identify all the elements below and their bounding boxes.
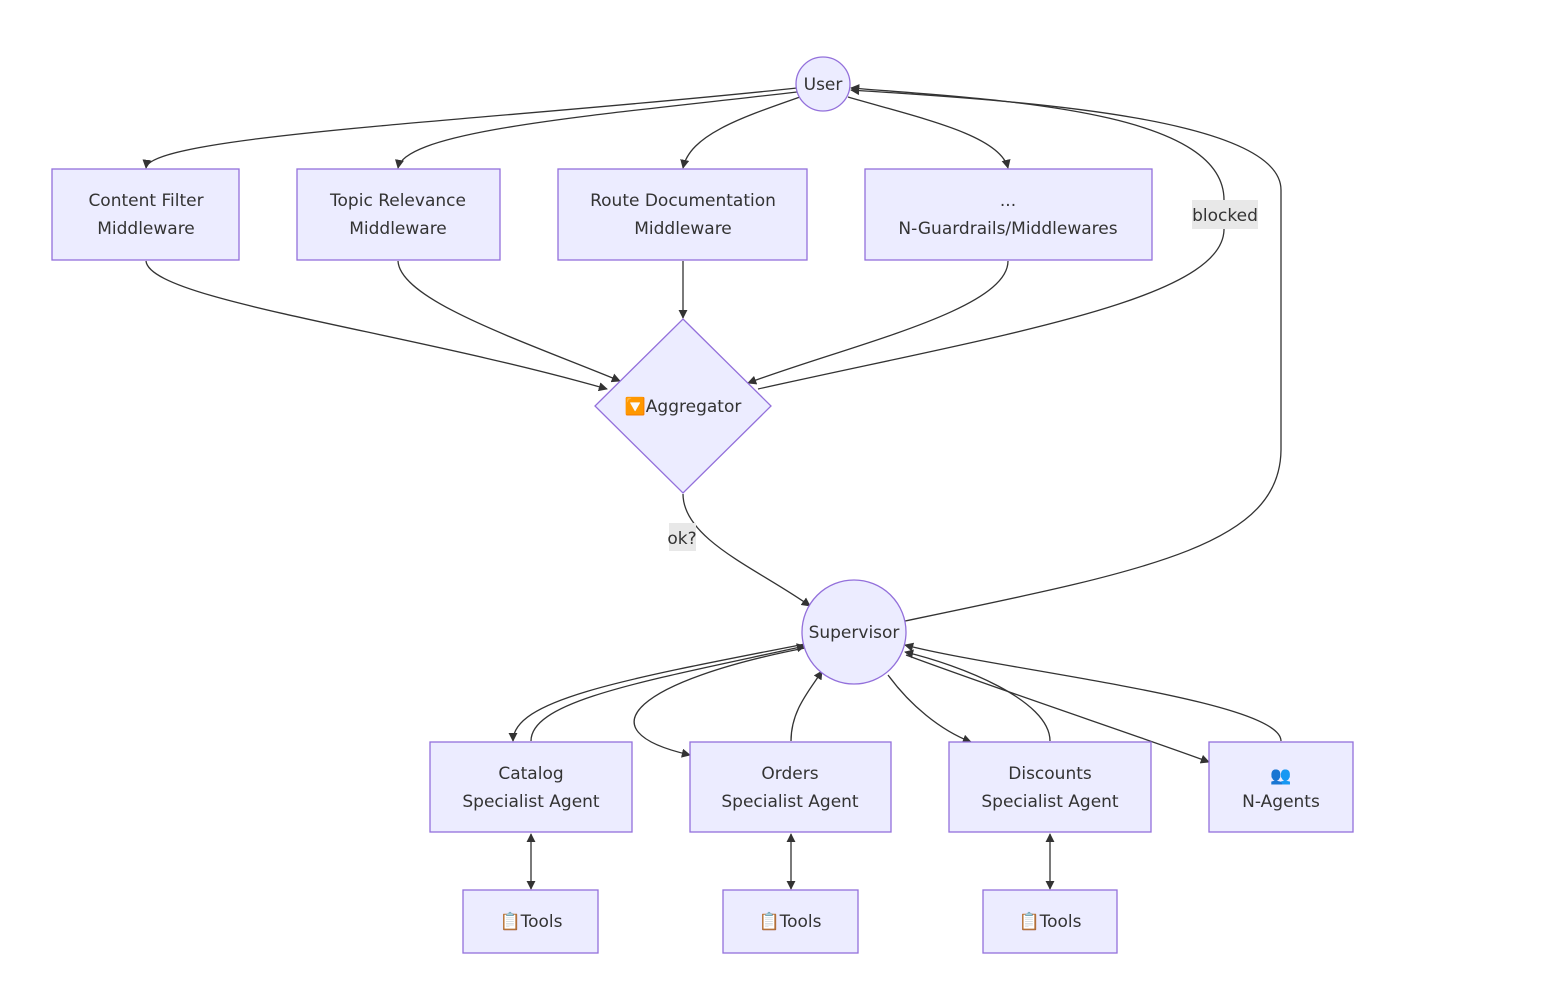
node-orders-agent[interactable]: Orders Specialist Agent <box>689 741 892 833</box>
node-tools-orders[interactable]: 📋Tools <box>722 889 859 954</box>
node-catalog-agent-line1: Catalog <box>498 764 563 784</box>
edge-discounts-to-supervisor <box>904 649 1051 742</box>
node-aggregator[interactable]: 🔽Aggregator <box>594 318 772 494</box>
node-tools-catalog-label: 📋Tools <box>499 911 562 932</box>
node-tools-discounts-label: 📋Tools <box>1018 911 1081 932</box>
edge-label-blocked-text: blocked <box>1192 206 1258 226</box>
node-n-guardrails[interactable]: ... N-Guardrails/Middlewares <box>864 168 1153 261</box>
edge-user-to-n-guardrails <box>847 96 1011 169</box>
edge-n-agents-to-supervisor <box>904 642 1282 742</box>
edge-supervisor-to-orders <box>633 647 806 758</box>
node-topic-relevance-line1: Topic Relevance <box>329 191 466 211</box>
edges <box>142 84 1282 890</box>
node-n-agents[interactable]: 👥 N-Agents <box>1208 741 1354 833</box>
node-user[interactable]: User <box>795 56 851 112</box>
edge-supervisor-to-discounts <box>887 674 972 744</box>
node-route-documentation[interactable]: Route Documentation Middleware <box>557 168 808 261</box>
edge-n-guardrails-to-aggregator <box>747 260 1009 385</box>
edge-label-ok-text: ok? <box>667 529 696 549</box>
edge-aggregator-to-supervisor <box>682 493 811 607</box>
node-content-filter-line2: Middleware <box>97 219 195 239</box>
node-orders-agent-line1: Orders <box>761 764 818 784</box>
node-catalog-agent[interactable]: Catalog Specialist Agent <box>429 741 633 833</box>
edge-topic-relevance-to-aggregator <box>397 260 621 383</box>
node-n-guardrails-line2: N-Guardrails/Middlewares <box>898 219 1117 239</box>
edge-label-blocked: blocked <box>1192 200 1258 229</box>
node-discounts-agent-line1: Discounts <box>1008 764 1092 784</box>
node-topic-relevance-line2: Middleware <box>349 219 447 239</box>
node-discounts-agent[interactable]: Discounts Specialist Agent <box>948 741 1152 833</box>
node-n-guardrails-line1: ... <box>1000 191 1016 211</box>
node-supervisor[interactable]: Supervisor <box>801 579 907 685</box>
node-supervisor-label: Supervisor <box>809 623 900 643</box>
edge-supervisor-to-catalog <box>508 643 806 742</box>
node-tools-discounts[interactable]: 📋Tools <box>982 889 1118 954</box>
edge-catalog-to-supervisor <box>530 643 806 742</box>
edge-user-to-route-documentation <box>680 96 801 169</box>
node-tools-orders-label: 📋Tools <box>758 911 821 932</box>
node-content-filter-line1: Content Filter <box>88 191 203 211</box>
node-discounts-agent-line2: Specialist Agent <box>981 792 1119 812</box>
node-n-agents-label: N-Agents <box>1242 792 1320 812</box>
node-tools-catalog[interactable]: 📋Tools <box>462 889 599 954</box>
edge-supervisor-to-user <box>850 86 1282 622</box>
node-catalog-agent-line2: Specialist Agent <box>462 792 600 812</box>
edge-orders-to-supervisor <box>790 670 823 742</box>
node-route-documentation-line1: Route Documentation <box>590 191 776 211</box>
edge-user-to-topic-relevance <box>395 91 798 169</box>
node-aggregator-label: 🔽Aggregator <box>625 396 742 417</box>
node-orders-agent-line2: Specialist Agent <box>721 792 859 812</box>
edge-content-filter-to-aggregator <box>145 260 608 392</box>
node-topic-relevance[interactable]: Topic Relevance Middleware <box>296 168 501 261</box>
edge-supervisor-to-n-agents <box>905 654 1210 764</box>
node-user-label: User <box>804 75 843 95</box>
people-icon: 👥 <box>1270 766 1291 786</box>
edge-label-ok: ok? <box>667 523 697 551</box>
node-route-documentation-line2: Middleware <box>634 219 732 239</box>
node-content-filter[interactable]: Content Filter Middleware <box>51 168 240 261</box>
edge-user-to-content-filter <box>142 87 798 169</box>
